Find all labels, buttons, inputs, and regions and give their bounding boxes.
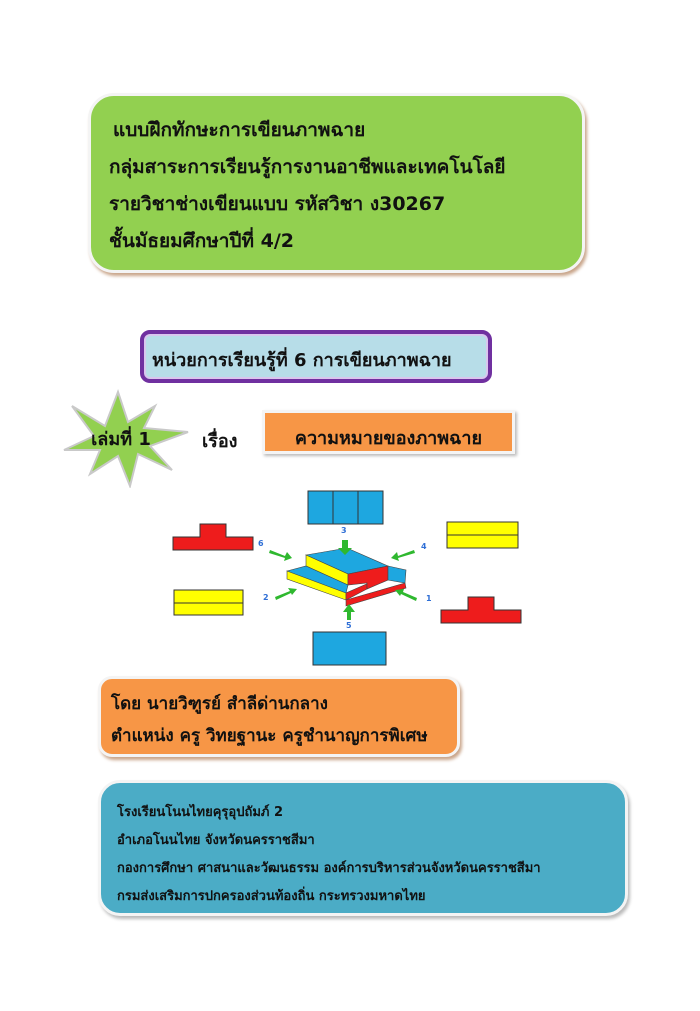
right-red-view — [440, 596, 522, 624]
school-line: กรมส่งเสริมการปกครองส่วนท้องถิ่น กระทรวง… — [117, 889, 426, 904]
title-line: แบบฝึกทักษะการเขียนภาพฉาย — [113, 119, 366, 141]
view-number: 6 — [258, 539, 264, 548]
projection-diagram: 1 2 3 4 5 6 — [172, 490, 522, 666]
school-line: โรงเรียนโนนไทยคุรุอุปถัมภ์ 2 — [117, 805, 284, 820]
author-position: ตำแหน่ง ครู วิทยฐานะ ครูชำนาญการพิเศษ — [111, 726, 428, 746]
title-line: กลุ่มสาระการเรียนรู้การงานอาชีพและเทคโนโ… — [109, 156, 506, 178]
view-arrows — [269, 540, 417, 620]
unit-box: หน่วยการเรียนรู้ที่ 6 การเขียนภาพฉาย — [140, 330, 492, 383]
subject-label: เรื่อง — [202, 431, 238, 452]
view-number: 3 — [341, 526, 347, 535]
author-box: โดย นายวิฑูรย์ สำลีด่านกลาง ตำแหน่ง ครู … — [98, 676, 460, 757]
top-view — [307, 490, 384, 525]
view-number: 2 — [263, 593, 269, 602]
title-line: ชั้นมัธยมศึกษาปีที่ 4/2 — [109, 230, 294, 252]
school-line: อำเภอโนนไทย จังหวัดนครราชสีมา — [117, 833, 315, 848]
bottom-view — [312, 631, 387, 666]
isometric-stair — [286, 547, 407, 607]
book-number: เล่มที่ 1 — [91, 429, 151, 450]
book-title: ความหมายของภาพฉาย — [262, 410, 515, 454]
starburst-icon — [63, 389, 189, 488]
title-box: แบบฝึกทักษะการเขียนภาพฉาย กลุ่มสาระการเร… — [88, 93, 585, 273]
view-number: 1 — [426, 594, 432, 603]
title-line: รายวิชาช่างเขียนแบบ รหัสวิชา ง30267 — [109, 193, 446, 215]
author-name: โดย นายวิฑูรย์ สำลีด่านกลาง — [111, 694, 328, 714]
school-box: โรงเรียนโนนไทยคุรุอุปถัมภ์ 2 อำเภอโนนไทย… — [98, 780, 628, 916]
view-number: 5 — [346, 621, 352, 630]
left-red-view — [172, 523, 254, 551]
school-line: กองการศึกษา ศาสนาและวัฒนธรรม องค์การบริห… — [117, 861, 541, 876]
view-number: 4 — [421, 542, 427, 551]
